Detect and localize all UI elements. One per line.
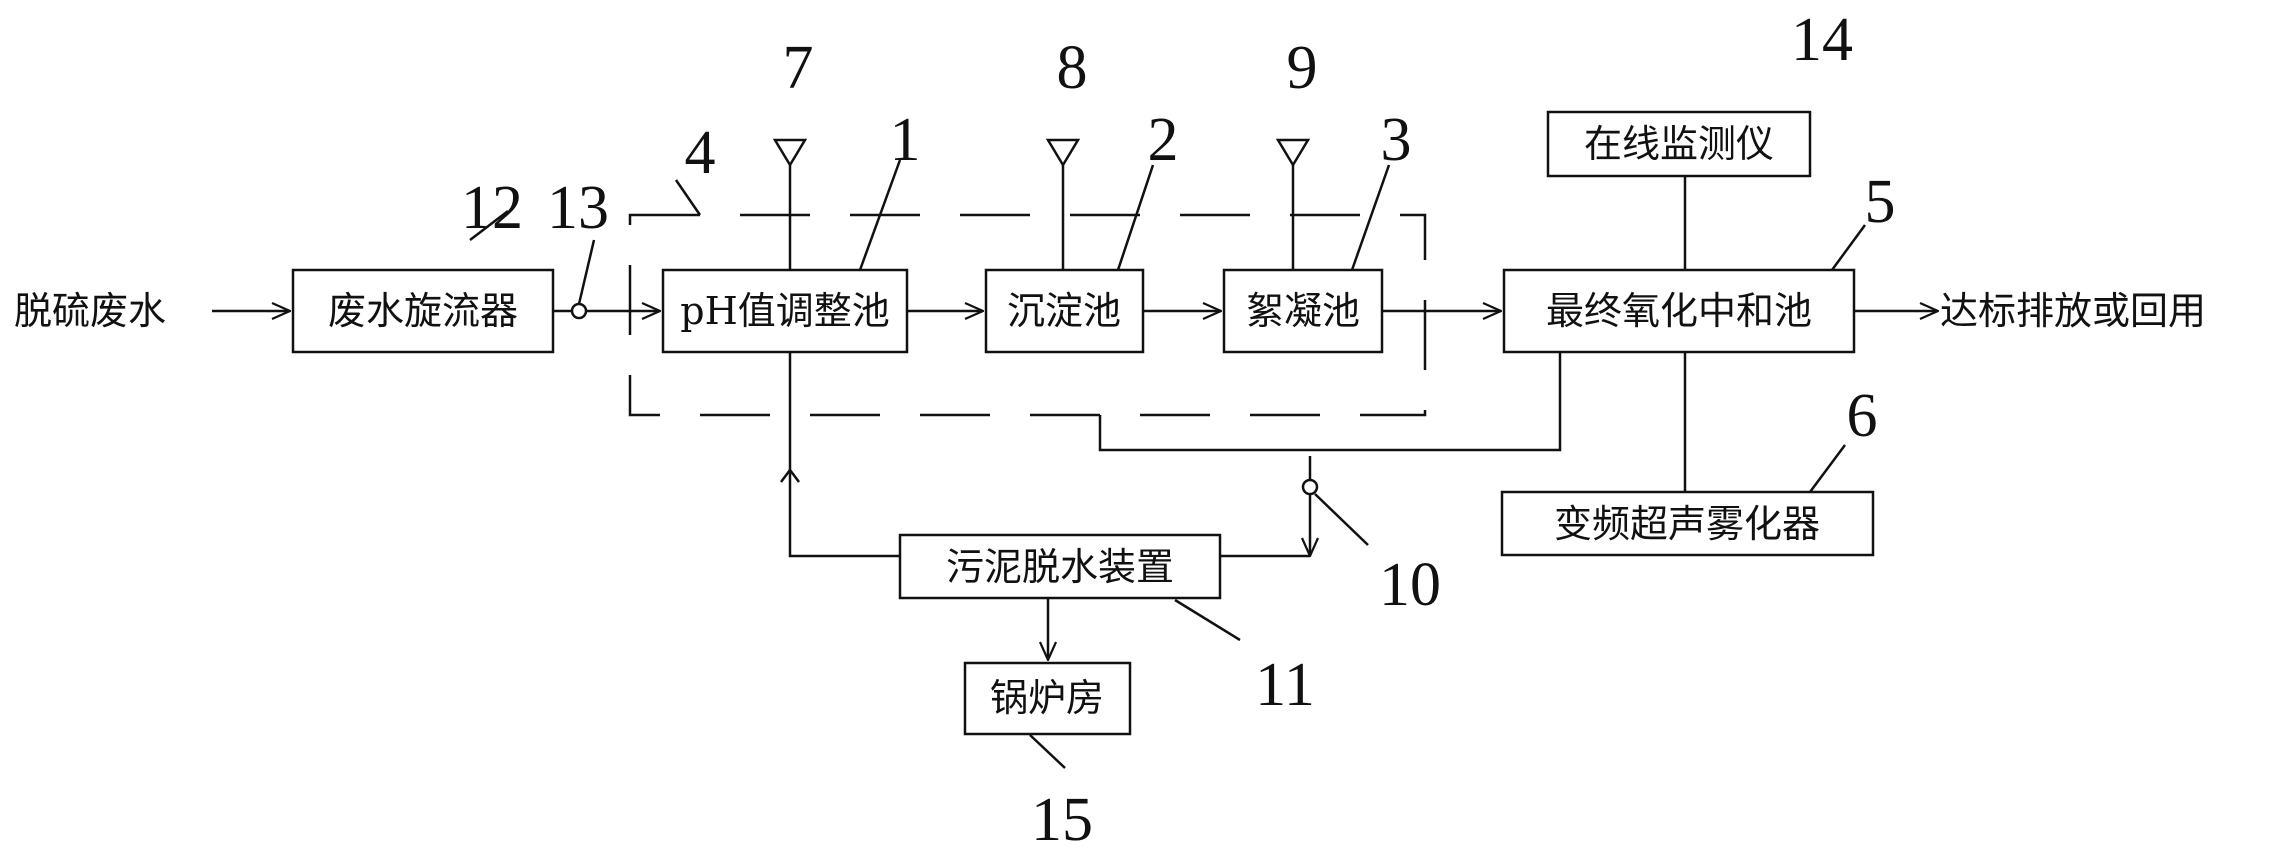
output-label: 达标排放或回用	[1940, 289, 2206, 333]
settling-tank-box: 沉淀池	[984, 268, 1145, 354]
callout-8: 8	[1057, 34, 1088, 102]
svg-text:变频超声雾化器: 变频超声雾化器	[1554, 502, 1820, 546]
flocculation-tank-box: 絮凝池	[1222, 268, 1384, 354]
input-label: 脱硫废水	[14, 289, 166, 333]
svg-text:最终氧化中和池: 最终氧化中和池	[1546, 289, 1812, 333]
svg-text:污泥脱水装置: 污泥脱水装置	[946, 545, 1174, 589]
callout-11: 11	[1255, 651, 1315, 719]
callout-10: 10	[1379, 551, 1441, 619]
junction-13	[570, 302, 588, 320]
dashed-enclosure	[628, 213, 1427, 417]
callout-1: 1	[890, 106, 921, 174]
boiler-room-box: 锅炉房	[963, 661, 1132, 736]
ph-adjust-tank-box: pH值调整池	[661, 268, 909, 354]
callout-9: 9	[1287, 34, 1318, 102]
svg-text:废水旋流器: 废水旋流器	[328, 289, 518, 333]
callout-15: 15	[1031, 786, 1093, 854]
cyclone-box: 废水旋流器	[291, 268, 555, 354]
callout-4: 4	[685, 119, 716, 187]
callout-3: 3	[1381, 106, 1412, 174]
callout-numbers: 1 2 3 4 5 6 7 8 9 10 11 12 13 14 15	[461, 6, 1896, 854]
svg-text:锅炉房: 锅炉房	[990, 676, 1104, 720]
svg-text:絮凝池: 絮凝池	[1246, 289, 1360, 333]
ultrasonic-atomizer-box: 变频超声雾化器	[1500, 490, 1875, 557]
callout-14: 14	[1791, 6, 1853, 74]
svg-text:在线监测仪: 在线监测仪	[1584, 122, 1774, 166]
junction-10	[1301, 478, 1319, 496]
callout-7: 7	[783, 34, 814, 102]
callout-6: 6	[1847, 382, 1878, 450]
callout-2: 2	[1148, 106, 1179, 174]
dosing-inlets	[772, 138, 1311, 270]
sludge-lines	[780, 352, 1562, 660]
online-monitor-box: 在线监测仪	[1546, 110, 1812, 178]
sludge-dewatering-box: 污泥脱水装置	[898, 533, 1222, 600]
svg-text:pH值调整池: pH值调整池	[680, 289, 889, 333]
callout-12: 12	[461, 174, 523, 242]
svg-text:沉淀池: 沉淀池	[1007, 289, 1121, 333]
final-oxidation-neutralization-tank-box: 最终氧化中和池	[1502, 268, 1856, 354]
callout-13: 13	[547, 174, 609, 242]
leader-lines	[469, 159, 1867, 769]
callout-5: 5	[1865, 168, 1896, 236]
